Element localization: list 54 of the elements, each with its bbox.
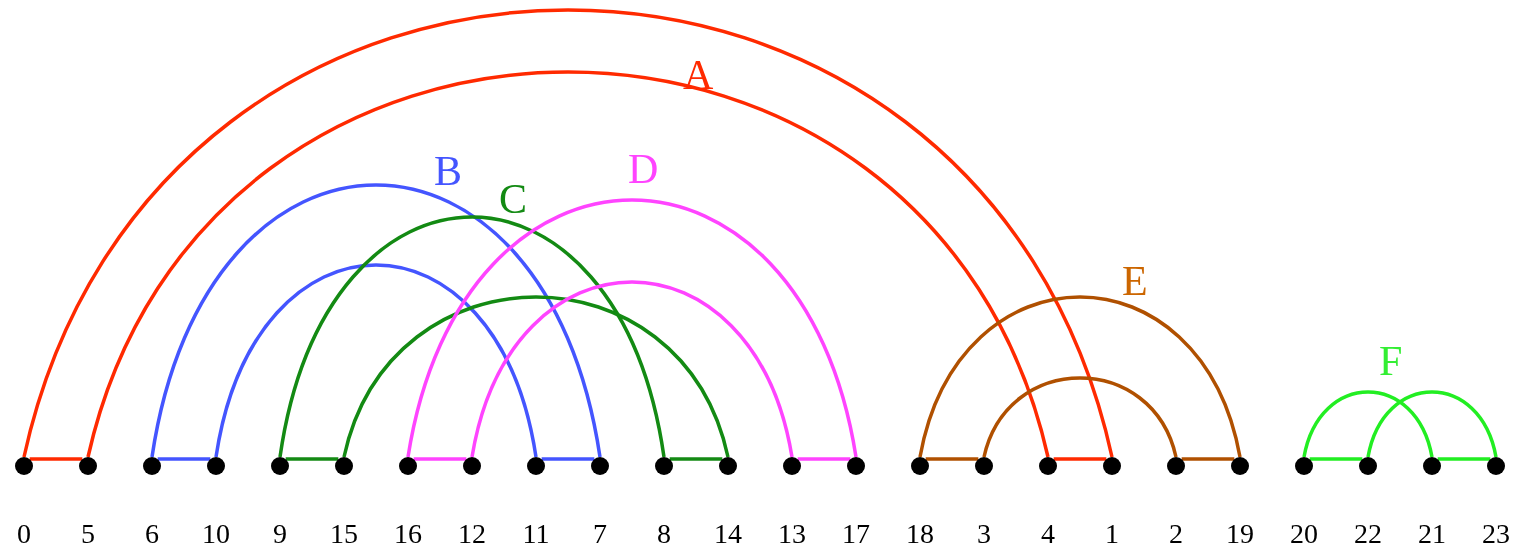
connector-line [669,457,723,461]
node-number: 5 [80,518,96,550]
arc-line [278,215,666,458]
group-letter: B [434,148,462,194]
node-number: 17 [841,518,871,550]
arc-line [918,295,1242,458]
node-number: 7 [592,518,608,550]
connector-line [157,457,211,461]
node-number: 6 [144,518,160,550]
connector-line [1181,457,1235,461]
node-number: 13 [777,518,807,550]
connector-line [285,457,339,461]
node-number: 15 [329,518,359,550]
connector-line [797,457,851,461]
node-number: 8 [656,518,672,550]
group-letter: A [683,52,714,98]
arc-line [470,280,794,458]
connector-line [1309,457,1363,461]
connector-line [1437,457,1491,461]
node-number: 10 [201,518,231,550]
arc-line [982,376,1178,458]
group-letter: E [1122,258,1148,304]
node-number: 9 [272,518,288,550]
arc-line [1366,390,1498,458]
connector-line [925,457,979,461]
connector-line [541,457,595,461]
node-number: 14 [713,518,743,550]
arc-line [22,9,1114,458]
node-number: 20 [1289,518,1319,550]
connector-line [29,457,83,461]
node-number: 11 [521,518,551,550]
arc-line [1302,390,1434,458]
connector-line [1053,457,1107,461]
node-number: 16 [393,518,423,550]
node-number: 23 [1481,518,1511,550]
node-number: 3 [976,518,992,550]
node-number: 12 [457,518,487,550]
node-number: 0 [16,518,32,550]
arc-line [406,198,858,458]
node-number: 1 [1104,518,1120,550]
connector-line [413,457,467,461]
node-number: 21 [1417,518,1447,550]
node-number: 4 [1040,518,1056,550]
node-number: 19 [1225,518,1255,550]
node-number: 2 [1168,518,1184,550]
node-number: 22 [1353,518,1383,550]
group-letter: C [499,176,527,222]
arc-line [214,263,538,458]
group-letter: D [628,146,659,192]
arc-line [342,295,730,458]
arc-line [86,70,1050,458]
group-letter: F [1379,338,1403,384]
arc-line [150,183,602,458]
node-number: 18 [905,518,935,550]
